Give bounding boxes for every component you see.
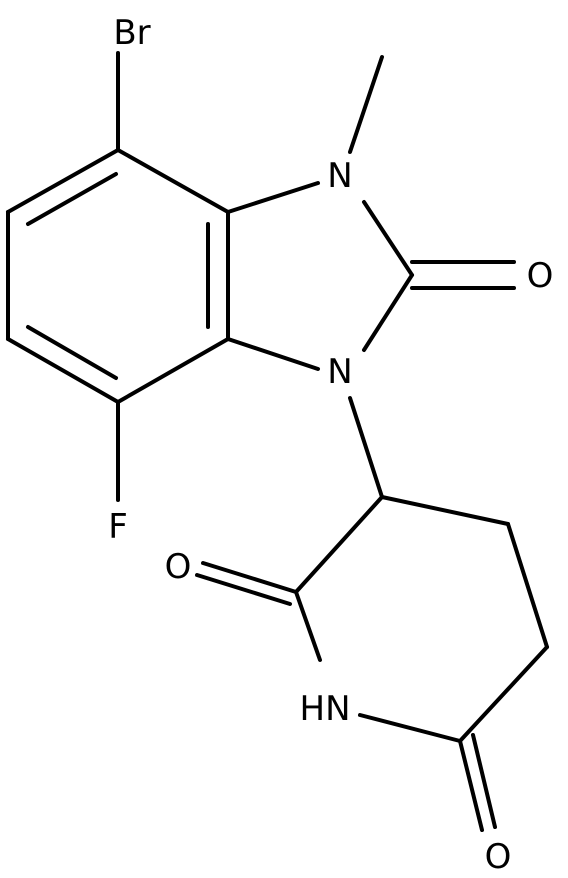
atom-label-n-ring: N <box>327 352 352 392</box>
bond-c3a-n3 <box>226 181 320 214</box>
atom-label-n-methyl: N <box>327 156 352 196</box>
bond-c4-c5 <box>6 148 120 214</box>
bond-n3-c2 <box>362 200 414 277</box>
atom-label-br: Br <box>113 13 150 53</box>
bond-n1-c3prime <box>348 396 384 499</box>
bond-c2prime-o-b <box>195 573 292 606</box>
bond-c3a-c4 <box>116 148 230 214</box>
bond-c2prime-c3prime <box>294 495 384 594</box>
bond-n1-c7a <box>226 337 320 371</box>
bond-c2-n1 <box>362 273 414 352</box>
bond-c6prime-o-b <box>471 733 497 829</box>
bonds <box>6 51 549 832</box>
bond-c7-c7a <box>116 337 230 404</box>
bond-c6prime-nh <box>358 713 462 743</box>
bond-c2prime-o-a <box>201 561 298 594</box>
bond-c4prime-c5prime <box>506 522 549 649</box>
atom-label-f: F <box>108 507 128 547</box>
bond-nh-c2prime <box>294 590 322 662</box>
bond-c5prime-c6prime <box>458 645 549 743</box>
atom-label-nh: HN <box>300 689 351 729</box>
bond-c6-c7 <box>6 337 120 404</box>
bond-c3prime-c4prime <box>380 495 510 526</box>
bond-c6-c7-inner <box>26 325 118 380</box>
atom-label-o-glutarimide-bottom: O <box>485 837 512 877</box>
atom-labels: Br N N O F O HN O <box>108 13 553 877</box>
bond-c4-c5-inner <box>26 172 118 226</box>
atom-label-o-glutarimide-left: O <box>165 547 192 587</box>
bond-n3-methyl <box>348 55 384 154</box>
atom-label-o-carbonyl: O <box>527 256 554 296</box>
bond-c6prime-o-a <box>458 739 484 832</box>
